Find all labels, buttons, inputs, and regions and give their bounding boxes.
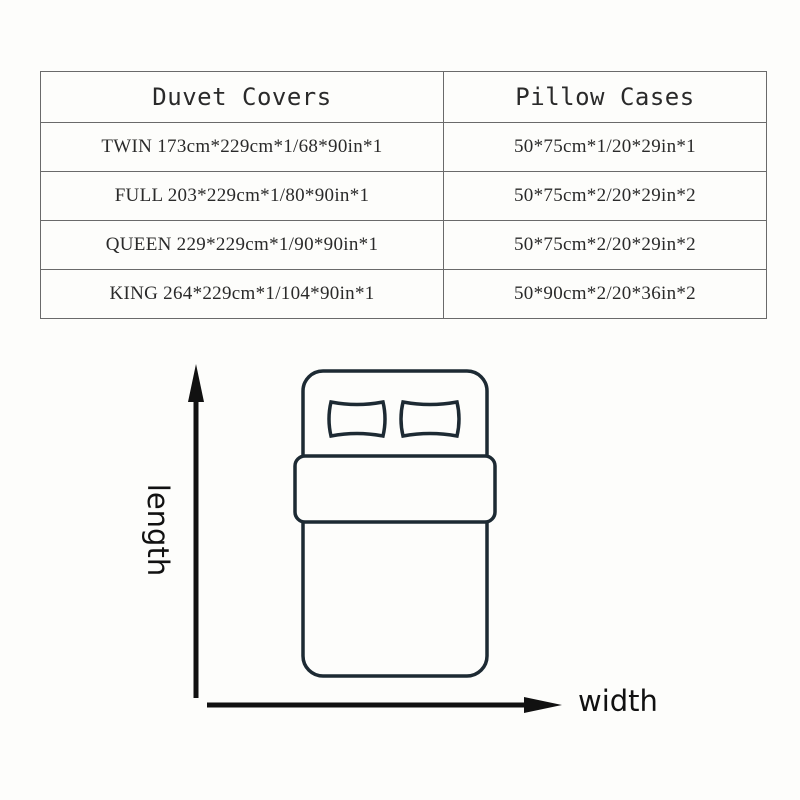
size-table: Duvet Covers Pillow Cases TWIN 173cm*229… [40, 71, 767, 319]
duvet-fold [293, 454, 497, 524]
pillow-size-king: 50*90cm*2/20*36in*2 [443, 269, 767, 319]
table-row: FULL 203*229cm*1/80*90in*1 50*75cm*2/20*… [40, 171, 767, 221]
duvet-size-king: KING 264*229cm*1/104*90in*1 [40, 269, 444, 319]
width-axis-arrow [207, 697, 562, 713]
pillow-left-icon [327, 399, 387, 439]
length-label: length [141, 484, 175, 576]
header-pillow-cases: Pillow Cases [443, 71, 767, 123]
length-axis-arrow [188, 364, 204, 698]
pillow-size-twin: 50*75cm*1/20*29in*1 [443, 122, 767, 172]
bed-icon [293, 369, 497, 678]
pillow-size-queen: 50*75cm*2/20*29in*2 [443, 220, 767, 270]
table-row: QUEEN 229*229cm*1/90*90in*1 50*75cm*2/20… [40, 220, 767, 270]
table-row: TWIN 173cm*229cm*1/68*90in*1 50*75cm*1/2… [40, 122, 767, 172]
width-label: width [578, 684, 658, 718]
duvet-size-full: FULL 203*229cm*1/80*90in*1 [40, 171, 444, 221]
table-row: KING 264*229cm*1/104*90in*1 50*90cm*2/20… [40, 269, 767, 319]
duvet-size-twin: TWIN 173cm*229cm*1/68*90in*1 [40, 122, 444, 172]
header-duvet-covers: Duvet Covers [40, 71, 444, 123]
pillow-right-icon [399, 399, 461, 439]
table-header-row: Duvet Covers Pillow Cases [40, 71, 767, 123]
duvet-size-queen: QUEEN 229*229cm*1/90*90in*1 [40, 220, 444, 270]
